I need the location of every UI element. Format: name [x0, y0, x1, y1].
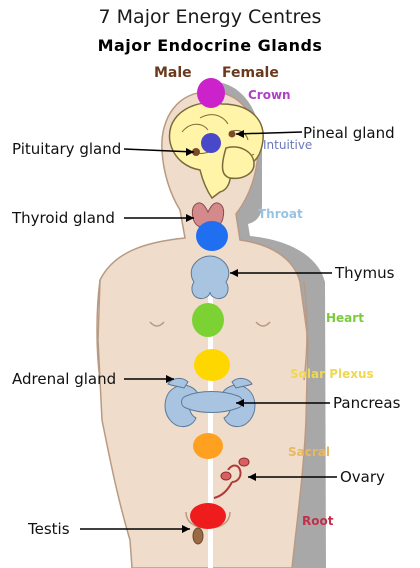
chakra-circles — [190, 78, 230, 529]
chakra-label-sacral: Sacral — [288, 445, 330, 459]
diagram-title: 7 Major Energy Centres — [98, 6, 322, 28]
chakra-label-root: Root — [302, 514, 334, 528]
gland-label-pituitary: Pituitary gland — [12, 140, 122, 158]
chakra-circle-heart — [192, 303, 224, 337]
chakra-label-heart: Heart — [326, 311, 364, 325]
chakra-circle-sacral — [193, 433, 223, 459]
leader-adrenal-arrowhead — [166, 375, 174, 383]
ovary-left — [220, 471, 232, 481]
diagram-subtitle: Major Endocrine Glands — [97, 36, 323, 55]
chakra-label-throat: Throat — [258, 207, 303, 221]
nipple-right — [255, 321, 271, 327]
chakra-label-intuitive: Intuitive — [263, 138, 313, 152]
gland-label-thymus: Thymus — [335, 264, 395, 282]
cerebellum — [221, 146, 255, 180]
ovary-right — [238, 457, 250, 467]
nipple-left — [149, 321, 165, 327]
leader-pituitary-arrowhead — [186, 148, 194, 156]
gland-label-thyroid: Thyroid gland — [12, 209, 115, 227]
gland-label-adrenal: Adrenal gland — [12, 370, 117, 388]
gland-label-ovary: Ovary — [340, 468, 385, 486]
gland-label-testis: Testis — [28, 520, 70, 538]
leader-thymus-arrowhead — [230, 269, 238, 277]
midline — [208, 260, 213, 568]
chakra-circle-intuitive — [201, 133, 221, 153]
adrenal-cap-right — [231, 377, 253, 389]
thymus-gland — [190, 255, 230, 299]
gland-label-pineal: Pineal gland — [303, 124, 395, 142]
leader-testis-arrowhead — [182, 525, 190, 533]
leader-thyroid-arrowhead — [186, 214, 194, 222]
leader-ovary-arrowhead — [248, 473, 256, 481]
pineal-dot — [228, 130, 236, 138]
chakra-label-crown: Crown — [248, 88, 291, 102]
leader-pancreas-arrowhead — [236, 399, 244, 407]
chakra-circle-crown — [197, 78, 225, 108]
leader-pituitary — [123, 148, 195, 153]
pituitary-dot — [192, 148, 200, 156]
leader-lines — [80, 130, 337, 533]
label-male: Male — [154, 65, 192, 81]
label-female: Female — [222, 65, 279, 81]
arm-left — [96, 279, 101, 381]
leader-pineal — [235, 131, 303, 135]
ovary-organ — [213, 464, 242, 499]
chakra-circle-root — [190, 503, 226, 529]
chakra-circle-throat — [196, 221, 228, 251]
gland-label-pancreas: Pancreas — [333, 394, 401, 412]
chakra-label-solar-plexus: Solar Plexus — [290, 367, 374, 381]
chakra-circle-solar-plexus — [194, 349, 230, 381]
leader-pineal-arrowhead — [236, 130, 244, 138]
arm-right — [303, 281, 308, 381]
testis-dot — [192, 527, 204, 545]
pancreas-gland — [181, 391, 243, 413]
